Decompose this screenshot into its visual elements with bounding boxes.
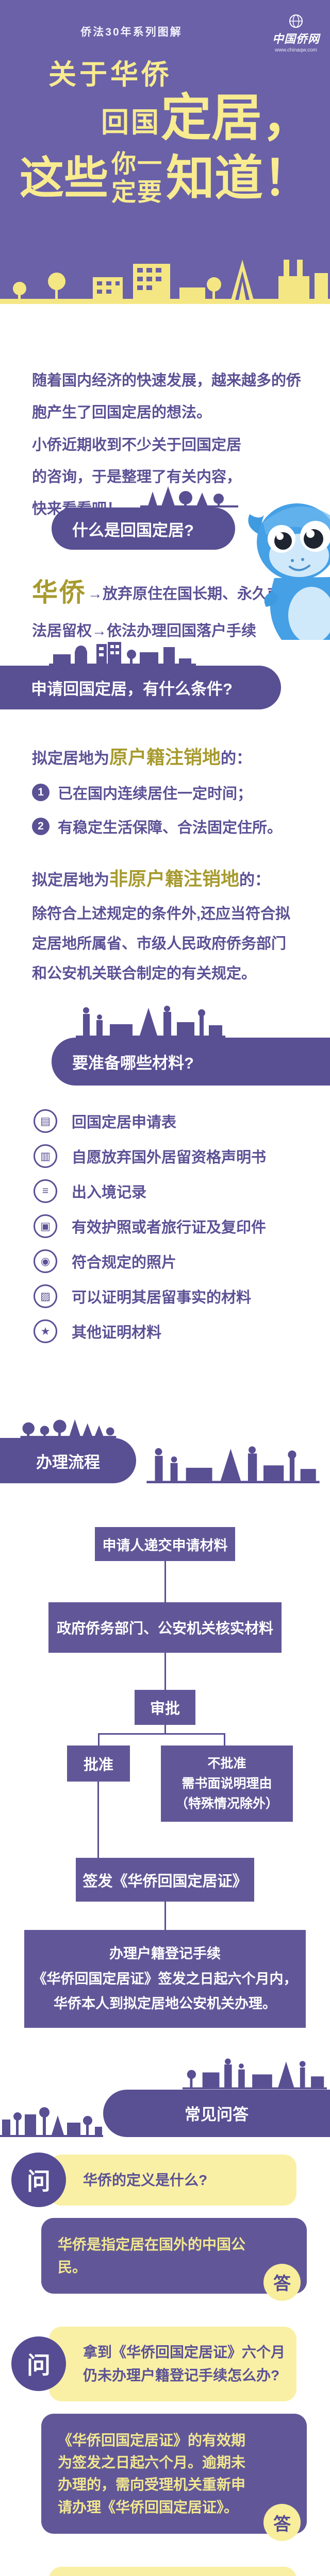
- list-item: ▤ 回国定居申请表: [34, 1109, 309, 1133]
- list-item: ◉ 符合规定的照片: [34, 1249, 309, 1273]
- flow-connector: [164, 1561, 166, 1602]
- process-flowchart: 申请人递交申请材料 政府侨务部门、公安机关核实材料 审批 批准 不批准 需书面说…: [0, 1483, 330, 2028]
- trees-silhouette: [20, 1419, 117, 1438]
- definition-block: 华侨→放弃原住在国长期、永久或合法居留权→依法办理回国落户手续: [0, 563, 330, 641]
- highlight-text: 原户籍注销地: [109, 747, 221, 768]
- industry-silhouette: [183, 2058, 327, 2090]
- section-faq-banner: 常见问答: [103, 2089, 330, 2137]
- flow-step-approval: 审批: [135, 1690, 195, 1725]
- logo-title: 中国侨网: [272, 32, 320, 45]
- flow-step-submit: 申请人递交申请材料: [95, 1527, 235, 1561]
- materials-list: ▤ 回国定居申请表 ▥ 自愿放弃国外居留资格声明书 ≡ 出入境记录 ▣ 有效护照…: [0, 1086, 330, 1370]
- faq-answer: 华侨是指定居在国外的中国公民。 答: [41, 2218, 307, 2301]
- condition-item: 1 已在国内连续居住一定时间；: [32, 782, 300, 803]
- title-part1: 关于华侨: [48, 59, 172, 90]
- section-title: 办理流程: [36, 1453, 100, 1471]
- flow-approved-box: 批准: [67, 1745, 130, 1782]
- section-title: 申请回国定居，有什么条件?: [31, 680, 233, 698]
- series-label: 侨法30年系列图解: [80, 26, 183, 38]
- city-skyline-graphic: [0, 260, 330, 304]
- list-item: ▨ 可以证明其居留事实的材料: [34, 1284, 309, 1308]
- title-part3: 定居，: [161, 89, 313, 146]
- list-item: ★ 其他证明材料: [34, 1319, 309, 1343]
- section-process: 办理流程: [0, 1415, 330, 1483]
- question-text: 华侨的定义是什么?: [83, 2172, 208, 2188]
- definition-desc: →放弃原住在国长期、永久或合法居留权→依法办理回国落户手续: [32, 586, 298, 639]
- flow-step-issue-certificate: 签发《华侨回国定居证》: [76, 1858, 254, 1902]
- star-icon: ★: [34, 1319, 57, 1343]
- condition-case2-body: 除符合上述规定的条件外,还应当符合拟定居地所属省、市级人民政府侨务部门和公安机关…: [32, 906, 291, 982]
- city-silhouette: [0, 2107, 103, 2137]
- site-logo: 中国侨网 www.chinaqw.com: [266, 13, 326, 53]
- title-part6: 定要: [111, 179, 163, 207]
- industry-silhouette: [146, 1446, 320, 1483]
- section-materials-banner: 要准备哪些材料?: [52, 1038, 330, 1086]
- conditions-block: 拟定居地为原户籍注销地的： 1 已在国内连续居住一定时间； 2 有稳定生活保障、…: [0, 725, 330, 992]
- faq-answer: 《华侨回国定居证》的有效期为签发之日起六个月。逾期未办理的，需向受理机关重新申请…: [41, 2413, 307, 2541]
- intro-paragraph-1: 随着国内经济的快速发展，越来越多的侨胞产生了回国定居的想法。: [32, 372, 302, 421]
- section-title: 常见问答: [185, 2106, 249, 2124]
- title-part4: 这些: [20, 154, 108, 204]
- list-item: ▣ 有效护照或者旅行证及复印件: [34, 1214, 309, 1238]
- condition-case2-title: 拟定居地为非原户籍注销地的：: [32, 868, 271, 889]
- page-title: 关于华侨 回国 定居， 这些 你一 定要 知道！: [20, 61, 315, 207]
- faq-list: 问 华侨的定义是什么? 华侨是指定居在国外的中国公民。 答 问 拿到《华侨回国定…: [0, 2137, 330, 2576]
- highlight-text: 非原户籍注销地: [109, 868, 240, 889]
- condition-item: 2 有稳定生活保障、合法固定住所。: [32, 816, 300, 837]
- logo-url: www.chinaqw.com: [275, 47, 317, 53]
- flow-connector: [97, 1782, 99, 1858]
- document-icon: ▥: [34, 1144, 57, 1168]
- faq-question: 问 《华侨回国定居证》在有效期内损毁或者遗失怎么办?: [11, 2567, 296, 2576]
- trees-silhouette: [140, 486, 238, 507]
- industry-silhouette: [76, 1006, 225, 1038]
- flow-connector: [164, 1653, 166, 1690]
- flow-branch-connector: [98, 1733, 225, 1745]
- flow-connector: [164, 1902, 166, 1930]
- list-icon: ≡: [34, 1179, 57, 1203]
- question-badge: 问: [11, 2336, 66, 2392]
- answer-badge: 答: [263, 2504, 301, 2541]
- intro-section: 随着国内经济的快速发展，越来越多的侨胞产生了回国定居的想法。 小侨近期收到不少关…: [0, 304, 330, 640]
- section-title: 要准备哪些材料?: [72, 1054, 194, 1072]
- question-text: 拿到《华侨回国定居证》六个月仍未办理户籍登记手续怎么办?: [83, 2344, 286, 2384]
- pages-icon: ▤: [34, 1109, 57, 1133]
- flow-branch-row: 批准 不批准 需书面说明理由 （特殊情况除外）: [0, 1745, 330, 1858]
- faq-question: 问 华侨的定义是什么?: [11, 2153, 296, 2208]
- flow-step-verify: 政府侨务部门、公安机关核实材料: [48, 1602, 282, 1653]
- answer-text: 华侨是指定居在国外的中国公民。: [58, 2236, 246, 2275]
- archive-icon: ▨: [34, 1284, 57, 1308]
- section-conditions-banner: 申请回国定居，有什么条件?: [0, 666, 281, 709]
- answer-badge: 答: [263, 2263, 301, 2301]
- globe-icon: [289, 14, 303, 28]
- hero-header: 侨法30年系列图解 中国侨网 www.chinaqw.com 关于华侨 回国 定…: [0, 0, 330, 304]
- section-what-is: 什么是回国定居?: [0, 486, 330, 563]
- number-badge: 1: [32, 784, 50, 801]
- answer-text: 《华侨回国定居证》的有效期为签发之日起六个月。逾期未办理的，需向受理机关重新申请…: [58, 2432, 246, 2515]
- question-badge: 问: [11, 2153, 66, 2208]
- list-item: ≡ 出入境记录: [34, 1179, 309, 1203]
- title-part7: 知道！: [166, 151, 312, 206]
- definition-term: 华侨: [32, 578, 87, 607]
- flow-connector: [164, 1725, 166, 1733]
- number-badge: 2: [32, 818, 50, 835]
- section-title: 什么是回国定居?: [72, 521, 194, 539]
- section-faq: 常见问答: [0, 2055, 330, 2137]
- copy-icon: ▣: [34, 1214, 57, 1238]
- section-conditions: 申请回国定居，有什么条件?: [0, 641, 330, 725]
- section-materials: 要准备哪些材料?: [0, 992, 330, 1086]
- faq-question: 问 拿到《华侨回国定居证》六个月仍未办理户籍登记手续怎么办?: [11, 2326, 296, 2401]
- city-silhouette: [49, 642, 196, 666]
- section-what-is-banner: 什么是回国定居?: [52, 507, 235, 550]
- title-part2: 回国: [101, 107, 161, 139]
- condition-case1-title: 拟定居地为原户籍注销地的：: [32, 747, 252, 768]
- flow-rejected-box: 不批准 需书面说明理由 （特殊情况除外）: [161, 1745, 293, 1822]
- photo-icon: ◉: [34, 1249, 57, 1273]
- list-item: ▥ 自愿放弃国外居留资格声明书: [34, 1144, 309, 1168]
- flow-step-household-registration: 办理户籍登记手续 《华侨回国定居证》签发之日起六个月内， 华侨本人到拟定居地公安…: [24, 1930, 306, 2028]
- blue-dragon-mascot: [248, 503, 330, 640]
- title-part5: 你一: [111, 150, 163, 178]
- section-process-banner: 办理流程: [0, 1438, 136, 1483]
